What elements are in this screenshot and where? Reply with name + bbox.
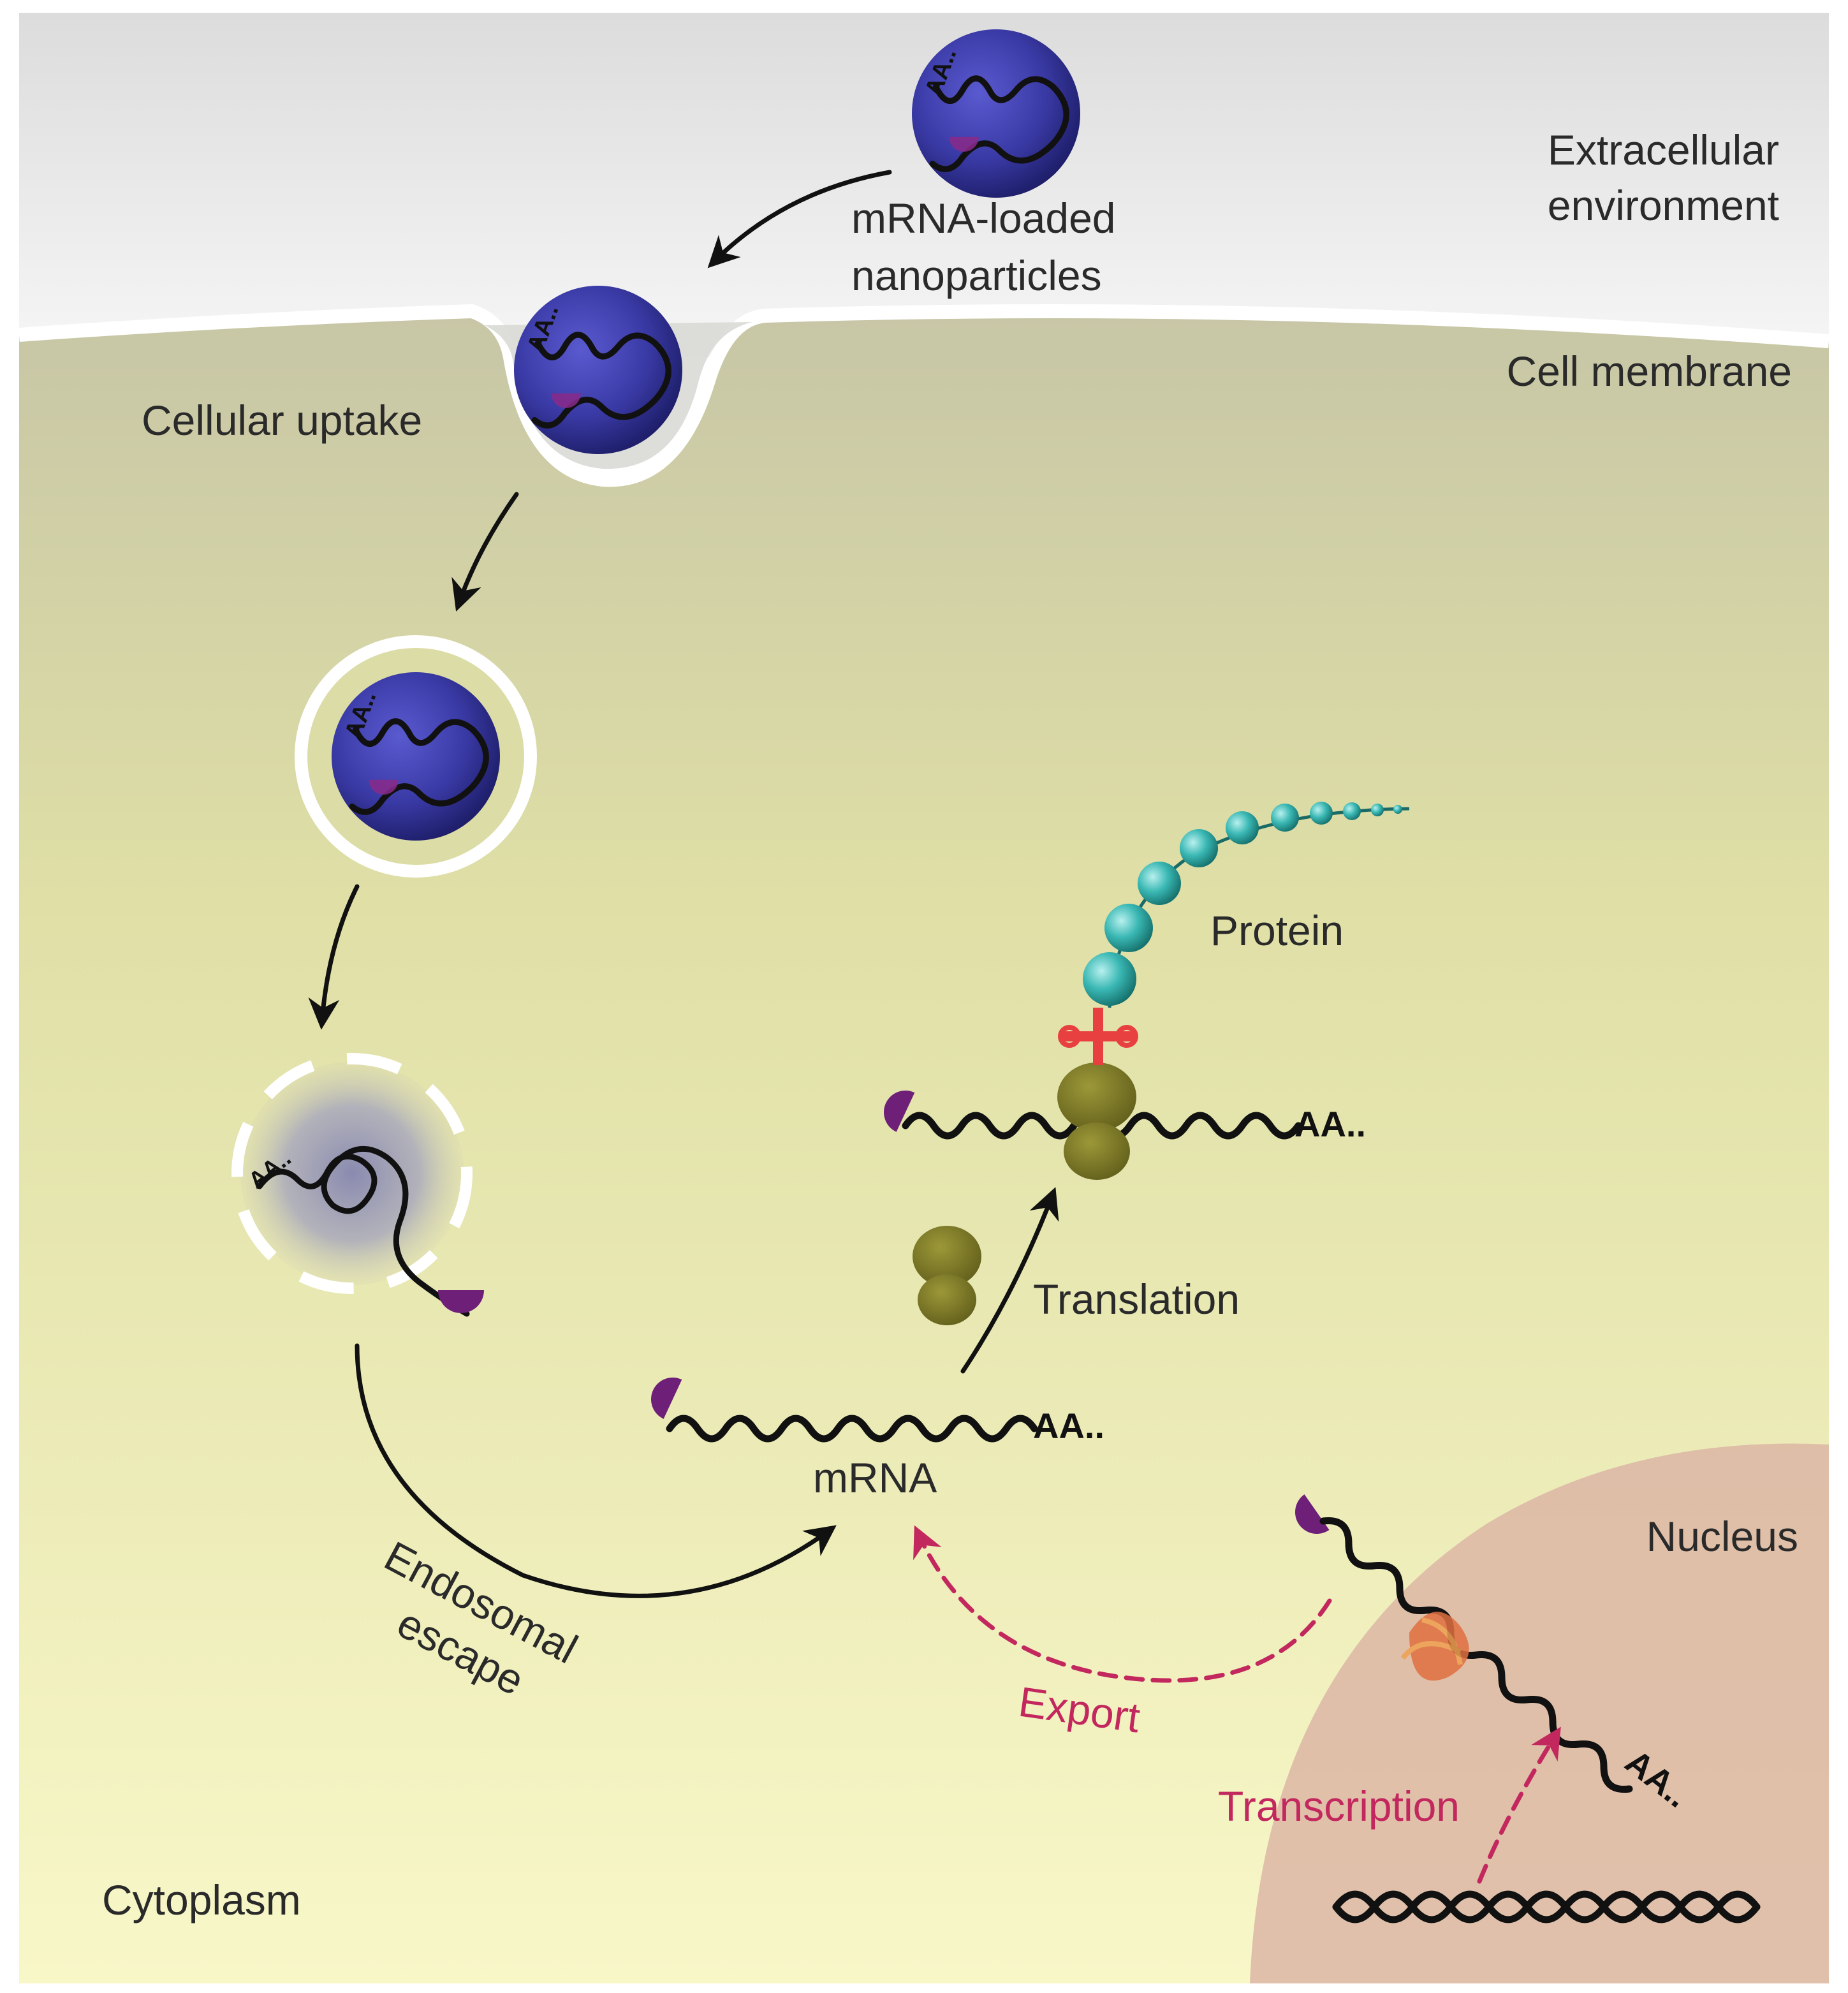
label-nanoparticles: nanoparticles [851,252,1102,299]
label-extracellular: Extracellular [1548,126,1779,173]
label-cytoplasm: Cytoplasm [102,1876,301,1923]
export-arrow [913,1525,1332,1683]
cell-membrane [18,304,1830,487]
free-mrna: AA.. [651,1378,1104,1446]
protein-chain [1083,802,1410,1008]
uptake-arrow [707,170,892,268]
translation-arrow [960,1187,1059,1374]
nucleus-region [1250,1443,1829,1983]
endosome: AA.. [295,635,537,878]
label-mrna-loaded: mRNA-loaded [851,195,1116,242]
dna-helix [1332,1890,1761,1923]
translating-mrna: AA.. [884,1008,1366,1180]
label-translation: Translation [1033,1276,1240,1323]
label-transcription: Transcription [1218,1783,1460,1830]
trna [1058,1008,1138,1065]
transcription-factor [1400,1612,1469,1681]
label-nucleus: Nucleus [1646,1513,1798,1560]
endocytosis-arrow [451,492,519,612]
free-ribosome [913,1226,981,1325]
endosomal-escape-arrow [355,1343,837,1598]
mrna-polya-tail: AA.. [1033,1406,1104,1446]
label-mrna: mRNA [813,1454,937,1501]
label-cell-membrane: Cell membrane [1507,348,1793,395]
transcription-arrow [1477,1726,1561,1884]
ribosome-bound [1057,1063,1136,1180]
nanoparticle-uptake: AA.. [514,286,682,454]
nanoparticle-extracellular: AA.. [912,29,1080,198]
label-cellular-uptake: Cellular uptake [142,397,422,444]
translating-polya-tail: AA.. [1294,1104,1366,1144]
endosome-arrow [308,884,360,1030]
escaping-endosome: AA.. [231,1053,484,1317]
label-environment: environment [1548,182,1779,229]
label-protein: Protein [1210,907,1344,954]
